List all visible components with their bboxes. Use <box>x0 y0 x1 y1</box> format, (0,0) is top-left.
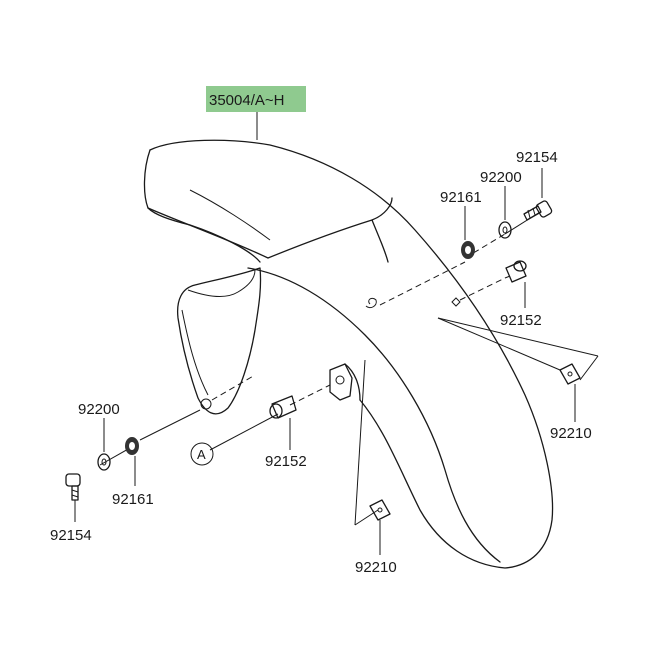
assembly-lines <box>99 211 599 526</box>
label-washer-left[interactable]: 92200 <box>78 401 120 418</box>
label-clip-right[interactable]: 92210 <box>550 425 592 442</box>
collar-center[interactable] <box>269 395 297 419</box>
label-main-part[interactable]: 35004/A~H <box>209 92 284 109</box>
grommet-left[interactable] <box>125 437 139 455</box>
reference-marker-label: A <box>197 447 206 462</box>
label-grommet-right[interactable]: 92161 <box>440 189 482 206</box>
reference-marker-a[interactable]: A <box>190 442 214 466</box>
label-screw-left[interactable]: 92154 <box>50 527 92 544</box>
part-number-highlight <box>206 86 306 112</box>
label-collar-center[interactable]: 92152 <box>265 453 307 470</box>
clip-bottom[interactable] <box>369 499 391 521</box>
label-washer-right[interactable]: 92200 <box>480 169 522 186</box>
grommet-right[interactable] <box>461 241 475 259</box>
washer-left[interactable] <box>97 453 111 471</box>
front-fender[interactable] <box>143 139 554 569</box>
screw-left[interactable] <box>65 473 81 501</box>
label-grommet-left[interactable]: 92161 <box>112 491 154 508</box>
screw-right[interactable] <box>523 200 553 221</box>
collar-right[interactable] <box>505 260 527 283</box>
label-screw-right[interactable]: 92154 <box>516 149 558 166</box>
clip-right[interactable] <box>559 363 581 385</box>
washer-right[interactable] <box>498 221 512 239</box>
label-collar-right[interactable]: 92152 <box>500 312 542 329</box>
label-clip-bottom[interactable]: 92210 <box>355 559 397 576</box>
